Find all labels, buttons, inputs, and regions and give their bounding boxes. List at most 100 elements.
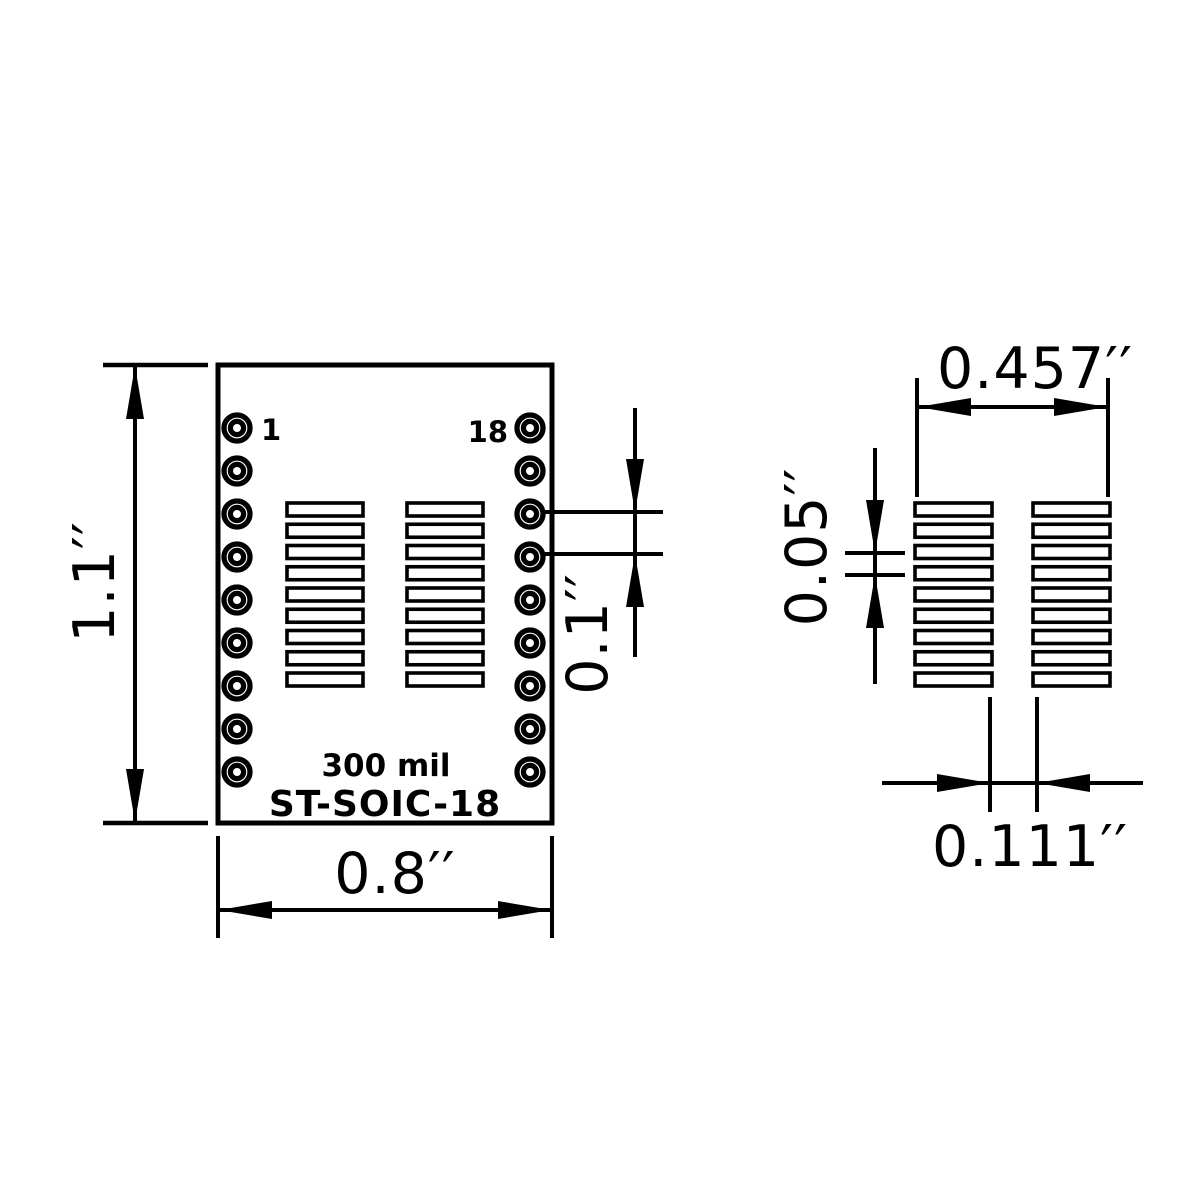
dimension-hole-pitch: 0.1′′ — [545, 408, 663, 695]
smd-pad — [913, 522, 994, 540]
smd-pad — [913, 564, 994, 582]
through-hole-pad-inner-ring — [227, 719, 247, 739]
smd-pad — [285, 671, 365, 688]
smd-pad — [1031, 649, 1112, 667]
arrowhead-left — [1037, 774, 1090, 792]
through-hole-pad-inner-ring — [227, 504, 247, 524]
pad-inner-gap-value: 0.111′′ — [932, 814, 1128, 880]
pad-row-span-value: 0.457′′ — [937, 336, 1133, 402]
arrowhead-right — [1054, 398, 1107, 416]
smd-pad — [405, 607, 485, 625]
through-hole-pad-inner-ring — [227, 633, 247, 653]
arrowhead-down — [866, 500, 884, 553]
through-hole-pad-inner-ring — [520, 590, 540, 610]
arrowhead-down — [626, 459, 644, 512]
through-hole-pad-inner-ring — [227, 418, 247, 438]
through-hole-pad-outer-ring — [221, 455, 253, 487]
through-hole-pad-inner-ring — [227, 590, 247, 610]
smd-pad — [913, 607, 994, 625]
through-hole-pad-outer-ring — [514, 455, 546, 487]
through-hole-pad-inner-ring — [520, 719, 540, 739]
dimension-pad-row-span: 0.457′′ — [915, 336, 1133, 497]
through-hole-pad-outer-ring — [514, 498, 546, 530]
arrowhead-left — [918, 398, 971, 416]
through-hole-pad-outer-ring — [221, 541, 253, 573]
through-hole-pad-inner-ring — [520, 547, 540, 567]
smd-pad — [405, 564, 485, 582]
smd-pad — [285, 501, 365, 518]
arrowhead-up — [126, 366, 144, 419]
dimension-board-width: 0.8′′ — [216, 836, 554, 938]
smd-pad — [285, 522, 365, 540]
smd-pad — [285, 564, 365, 582]
through-hole-pad-outer-ring — [514, 584, 546, 616]
through-hole-pad-inner-ring — [520, 633, 540, 653]
through-hole-pad-outer-ring — [221, 627, 253, 659]
arrowhead-down — [126, 769, 144, 822]
through-hole-pad-outer-ring — [514, 627, 546, 659]
smd-pad — [405, 628, 485, 646]
smd-pad — [1031, 522, 1112, 540]
smd-pad — [285, 649, 365, 667]
through-hole-pad-inner-ring — [227, 762, 247, 782]
smd-pad — [285, 543, 365, 561]
smd-pad — [285, 586, 365, 603]
smd-pad — [405, 586, 485, 603]
smd-pad — [913, 501, 994, 518]
pad-pitch-value: 0.05′′ — [774, 468, 840, 627]
arrowhead-up — [626, 554, 644, 607]
through-hole-pad-outer-ring — [514, 412, 546, 444]
smd-pads-board — [285, 501, 485, 688]
board-size-label: 300 mil — [321, 748, 450, 784]
through-hole-pad-inner-ring — [520, 461, 540, 481]
through-hole-pad-outer-ring — [514, 670, 546, 702]
dimension-board-height: 1.1′′ — [62, 362, 208, 826]
through-hole-pad-outer-ring — [514, 541, 546, 573]
smd-pads-detail — [913, 501, 1112, 688]
board-outline — [215, 362, 555, 826]
through-hole-pad-outer-ring — [221, 412, 253, 444]
arrowhead-left — [219, 901, 272, 919]
smd-pad — [913, 586, 994, 603]
smd-pad — [1031, 628, 1112, 646]
board-height-value: 1.1′′ — [62, 521, 128, 643]
smd-pad — [913, 649, 994, 667]
smd-pad — [1031, 607, 1112, 625]
dimension-pad-inner-gap: 0.111′′ — [882, 697, 1143, 880]
smd-pad — [1031, 543, 1112, 561]
through-hole-pad-inner-ring — [227, 461, 247, 481]
through-hole-pad-inner-ring — [227, 547, 247, 567]
board-width-value: 0.8′′ — [334, 841, 456, 907]
through-hole-pad-outer-ring — [514, 713, 546, 745]
through-hole-pad-outer-ring — [221, 756, 253, 788]
through-hole-pad-outer-ring — [221, 584, 253, 616]
smd-pad — [1031, 501, 1112, 518]
smd-pad — [1031, 564, 1112, 582]
smd-pad — [405, 543, 485, 561]
through-hole-pad-outer-ring — [221, 713, 253, 745]
through-hole-pad-inner-ring — [520, 762, 540, 782]
arrowhead-right — [498, 901, 551, 919]
through-hole-pads — [221, 412, 546, 788]
through-hole-pad-outer-ring — [221, 670, 253, 702]
smd-pad — [405, 522, 485, 540]
through-hole-pad-inner-ring — [520, 418, 540, 438]
through-hole-pad-inner-ring — [520, 504, 540, 524]
smd-pad — [285, 607, 365, 625]
through-hole-pad-outer-ring — [514, 756, 546, 788]
smd-pad — [913, 628, 994, 646]
board-part-number: ST-SOIC-18 — [269, 784, 501, 825]
through-hole-pad-inner-ring — [520, 676, 540, 696]
pin-1-label: 1 — [261, 413, 281, 447]
smd-pad — [913, 543, 994, 561]
arrowhead-up — [866, 575, 884, 628]
smd-pad — [913, 671, 994, 688]
arrowhead-right — [937, 774, 990, 792]
smd-pad — [405, 649, 485, 667]
smd-pad — [285, 628, 365, 646]
through-hole-pad-outer-ring — [221, 498, 253, 530]
hole-pitch-value: 0.1′′ — [555, 573, 621, 695]
smd-pad — [405, 501, 485, 518]
